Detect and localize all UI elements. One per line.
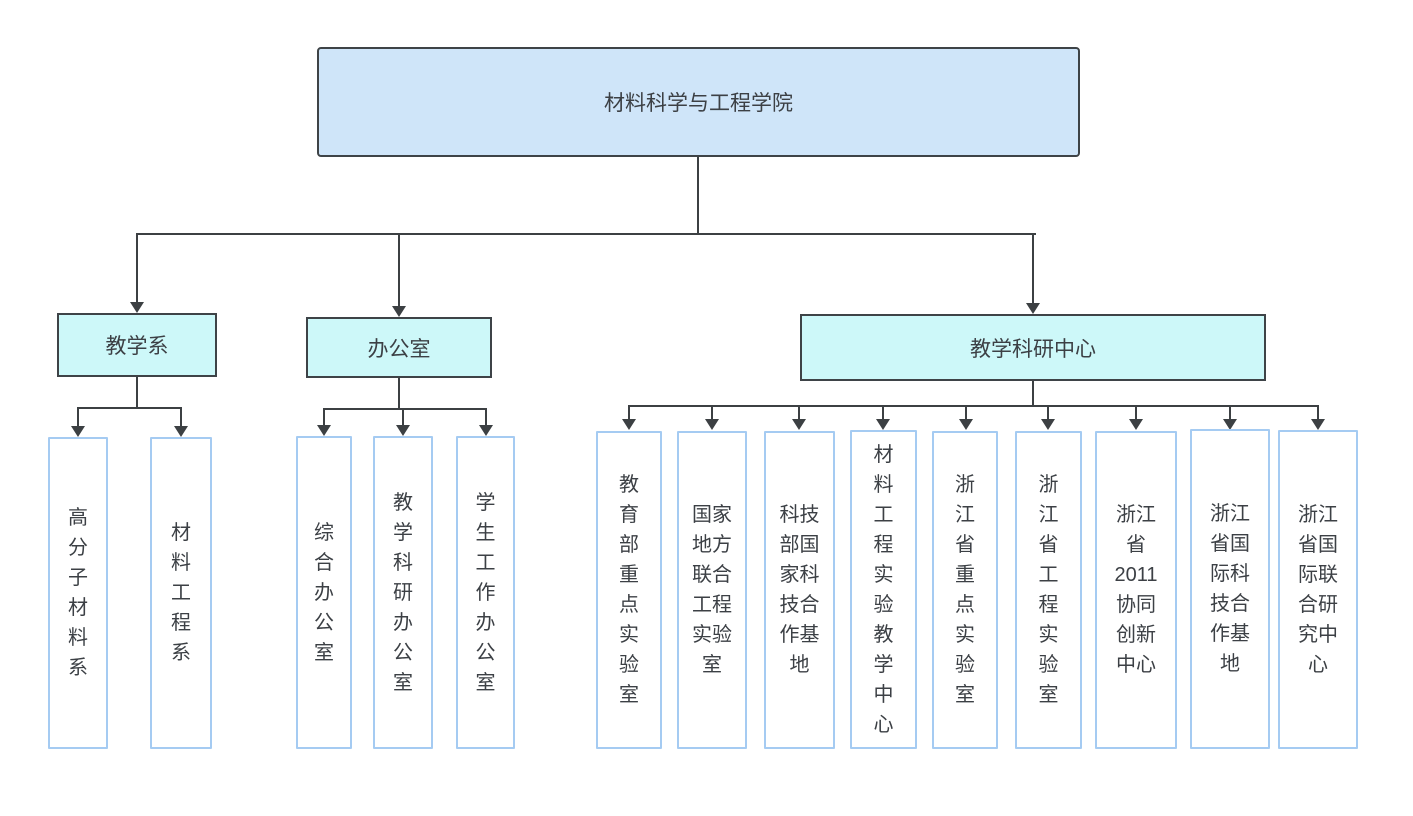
arrow-down-icon: [392, 306, 406, 317]
connector-dept2-stem: [398, 378, 400, 409]
arrow-down-icon: [1311, 419, 1325, 430]
node-dept-office: 办公室: [306, 317, 492, 378]
arrow-down-icon: [622, 419, 636, 430]
arrow-down-icon: [130, 302, 144, 313]
node-leaf-materials-engineering-teaching-center: 材 料 工 程 实 验 教 学 中 心: [850, 430, 917, 749]
node-leaf-label: 浙 江 省 工 程 实 验 室: [1038, 474, 1059, 706]
node-leaf-label: 学 生 工 作 办 公 室: [475, 491, 496, 694]
connector-drop-dept3: [1032, 233, 1034, 304]
node-leaf-most-international-cooperation-base: 科技 部国 家科 技合 作基 地: [764, 431, 835, 749]
node-leaf-label: 教 学 科 研 办 公 室: [393, 491, 413, 694]
node-leaf-label: 浙 江 省 重 点 实 验 室: [955, 474, 975, 706]
node-leaf-zhejiang-key-lab: 浙 江 省 重 点 实 验 室: [932, 431, 998, 749]
connector-drop: [77, 407, 79, 426]
arrow-down-icon: [1223, 419, 1237, 430]
node-leaf-moe-key-lab: 教 育 部 重 点 实 验 室: [596, 431, 662, 749]
arrow-down-icon: [71, 426, 85, 437]
node-leaf-label: 浙江 省国 际科 技合 作基 地: [1210, 503, 1250, 675]
node-leaf-zhejiang-engineering-lab: 浙 江 省 工 程 实 验 室: [1015, 431, 1082, 749]
connector-drop: [1135, 405, 1137, 419]
node-root: 材料科学与工程学院: [317, 47, 1080, 157]
connector-drop-dept2: [398, 233, 400, 307]
node-leaf-materials-engineering-dept: 材 料 工 程 系: [150, 437, 212, 749]
node-leaf-zhejiang-international-joint-research-center: 浙江 省国 际联 合研 究中 心: [1278, 430, 1358, 749]
connector-level2-bus: [136, 233, 1036, 235]
arrow-down-icon: [705, 419, 719, 430]
connector-dept1-stem: [136, 377, 138, 408]
arrow-down-icon: [876, 419, 890, 430]
node-leaf-label: 国家 地方 联合 工程 实验 室: [692, 504, 732, 676]
node-dept-label: 教学系: [105, 335, 169, 358]
connector-drop: [180, 407, 182, 426]
connector-drop: [323, 408, 325, 425]
node-dept-label: 教学科研中心: [970, 337, 1096, 361]
connector-drop: [485, 408, 487, 425]
node-leaf-polymer-materials-dept: 高 分 子 材 料 系: [48, 437, 108, 749]
node-leaf-general-office: 综 合 办 公 室: [296, 436, 352, 749]
arrow-down-icon: [396, 425, 410, 436]
connector-drop: [882, 405, 884, 419]
connector-drop: [402, 408, 404, 425]
arrow-down-icon: [959, 419, 973, 430]
connector-drop: [1317, 405, 1319, 419]
node-leaf-label: 材 料 工 程 系: [171, 522, 191, 664]
node-leaf-student-affairs-office: 学 生 工 作 办 公 室: [456, 436, 515, 749]
node-leaf-zhejiang-international-st-cooperation-base: 浙江 省国 际科 技合 作基 地: [1190, 429, 1270, 749]
node-leaf-label: 材 料 工 程 实 验 教 学 中 心: [873, 443, 894, 736]
node-leaf-label: 浙江 省 2011 协同 创新 中心: [1114, 504, 1158, 676]
connector-drop-dept1: [136, 233, 138, 303]
arrow-down-icon: [317, 425, 331, 436]
connector-dept3-bus: [628, 405, 1319, 407]
node-leaf-label: 高 分 子 材 料 系: [68, 507, 88, 679]
arrow-down-icon: [792, 419, 806, 430]
arrow-down-icon: [479, 425, 493, 436]
node-dept-label: 办公室: [367, 337, 431, 361]
node-leaf-national-local-joint-engineering-lab: 国家 地方 联合 工程 实验 室: [677, 431, 747, 749]
node-root-label: 材料科学与工程学院: [604, 92, 793, 115]
connector-drop: [1047, 405, 1049, 419]
connector-dept3-stem: [1032, 381, 1034, 407]
node-dept-teaching: 教学系: [57, 313, 217, 377]
node-leaf-zhejiang-2011-collaborative-innovation-center: 浙江 省 2011 协同 创新 中心: [1095, 431, 1177, 749]
arrow-down-icon: [1026, 303, 1040, 314]
connector-dept2-bus: [323, 408, 487, 410]
node-leaf-teaching-research-office: 教 学 科 研 办 公 室: [373, 436, 433, 749]
connector-drop: [798, 405, 800, 419]
connector-drop: [628, 405, 630, 419]
connector-root-stem: [697, 157, 699, 234]
node-leaf-label: 综 合 办 公 室: [314, 521, 334, 664]
arrow-down-icon: [1129, 419, 1143, 430]
node-dept-research-center: 教学科研中心: [800, 314, 1266, 381]
arrow-down-icon: [1041, 419, 1055, 430]
connector-drop: [965, 405, 967, 419]
node-leaf-label: 教 育 部 重 点 实 验 室: [619, 474, 639, 706]
connector-drop: [1229, 405, 1231, 419]
connector-dept1-bus: [77, 407, 182, 409]
node-leaf-label: 科技 部国 家科 技合 作基 地: [779, 504, 820, 676]
node-leaf-label: 浙江 省国 际联 合研 究中 心: [1298, 503, 1338, 676]
connector-drop: [711, 405, 713, 419]
arrow-down-icon: [174, 426, 188, 437]
